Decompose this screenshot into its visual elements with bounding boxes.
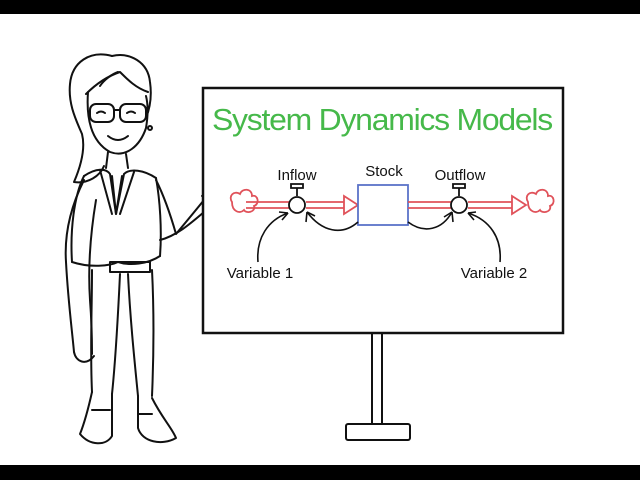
- variable1-label: Variable 1: [227, 265, 293, 282]
- inflow-valve-icon: [288, 183, 306, 214]
- outflow-pipe: [408, 194, 528, 216]
- variable2-label: Variable 2: [461, 265, 527, 282]
- presenter-woman-icon: [64, 53, 215, 445]
- sink-cloud-icon: [525, 188, 555, 213]
- causal-links: [257, 211, 501, 263]
- outflow-label: Outflow: [435, 167, 486, 184]
- inflow-pipe: [246, 194, 360, 216]
- board-stand: [345, 332, 411, 441]
- inflow-label: Inflow: [277, 167, 316, 184]
- outflow-valve-icon: [450, 183, 468, 214]
- stock-box: [357, 184, 409, 226]
- source-cloud-icon: [229, 188, 259, 213]
- stock-label: Stock: [365, 163, 403, 180]
- board-title: System Dynamics Models: [212, 102, 553, 137]
